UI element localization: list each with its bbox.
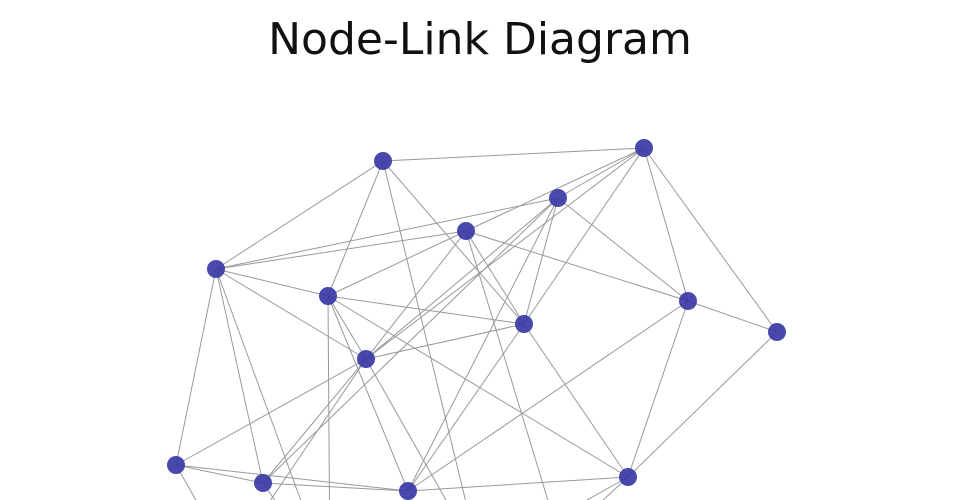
edge <box>175 268 217 466</box>
node[interactable] <box>515 315 533 333</box>
edge <box>557 197 689 302</box>
node[interactable] <box>679 292 697 310</box>
edge <box>643 147 778 333</box>
edge <box>262 197 559 484</box>
node[interactable] <box>254 474 272 492</box>
edge <box>327 295 330 500</box>
edge <box>327 295 525 325</box>
node[interactable] <box>374 152 392 170</box>
edge <box>215 268 264 484</box>
edge <box>557 147 645 199</box>
edges-layer <box>175 147 778 500</box>
edge <box>627 331 778 478</box>
edge <box>407 300 689 492</box>
edge <box>215 268 302 500</box>
edge <box>215 268 329 297</box>
edge <box>407 323 525 492</box>
edge <box>523 323 629 478</box>
edge <box>382 160 466 500</box>
edge <box>365 197 559 360</box>
edge <box>382 160 525 325</box>
edge <box>327 160 384 297</box>
edge <box>175 464 264 484</box>
edge <box>262 358 367 484</box>
edge <box>365 358 447 500</box>
node[interactable] <box>549 189 567 207</box>
edge <box>175 358 367 466</box>
edge <box>627 300 689 478</box>
node[interactable] <box>457 222 475 240</box>
edge <box>465 230 689 302</box>
node[interactable] <box>207 260 225 278</box>
edge <box>327 295 367 360</box>
node[interactable] <box>399 482 417 500</box>
edge <box>215 268 367 360</box>
node[interactable] <box>319 287 337 305</box>
node[interactable] <box>768 323 786 341</box>
edge <box>407 476 629 492</box>
node[interactable] <box>357 350 375 368</box>
edge <box>465 147 645 232</box>
edge <box>687 300 778 333</box>
edge <box>175 464 409 492</box>
node[interactable] <box>619 468 637 486</box>
edge <box>327 295 409 492</box>
edge <box>523 197 559 325</box>
edge <box>365 230 467 360</box>
edge <box>643 147 689 302</box>
edge <box>382 147 645 162</box>
node[interactable] <box>635 139 653 157</box>
diagram-title: Node-Link Diagram <box>268 14 692 65</box>
edge <box>262 482 409 492</box>
edge <box>365 323 525 360</box>
edge <box>523 147 645 325</box>
edge <box>365 147 645 360</box>
edge <box>327 295 629 478</box>
edge <box>327 230 467 297</box>
edge <box>215 230 467 270</box>
nodes-layer <box>167 139 786 500</box>
node[interactable] <box>167 456 185 474</box>
edge <box>215 160 384 270</box>
edge <box>407 197 559 492</box>
edge <box>215 197 559 270</box>
edge <box>465 230 549 500</box>
edge <box>270 358 367 500</box>
edge <box>465 230 525 325</box>
